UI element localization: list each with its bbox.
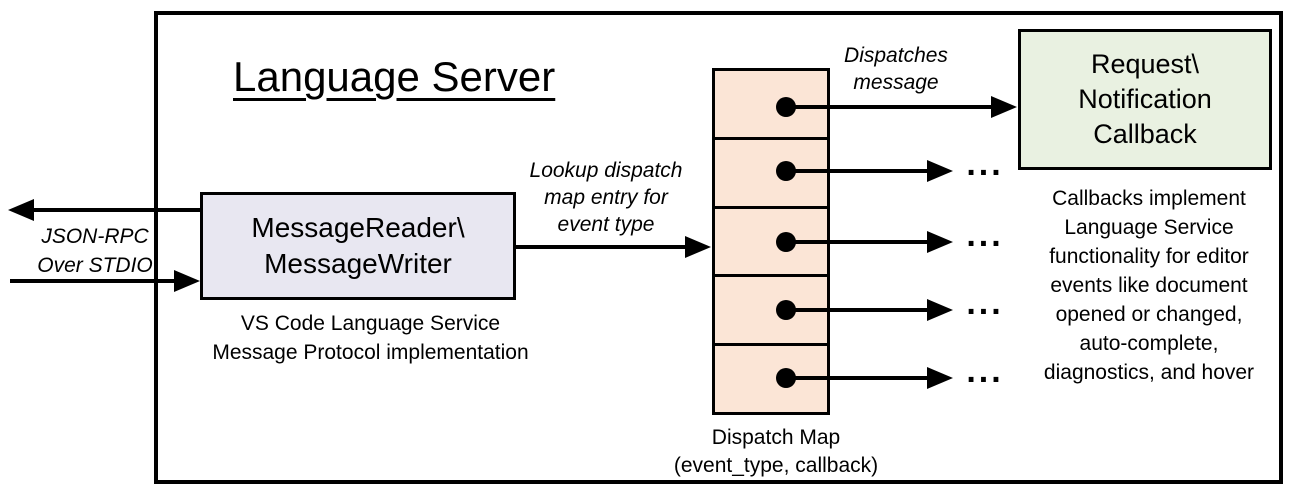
dispatch-map-cell (715, 71, 827, 137)
dispatch-map-table (712, 68, 830, 415)
reader-box-line1: MessageReader\ (251, 212, 465, 243)
dispatch-map-cell (715, 205, 827, 275)
note-line: Callbacks implement (1052, 187, 1246, 210)
callback-box-line1: Request\ (1090, 49, 1200, 79)
callback-box-line2: Notification (1078, 84, 1212, 114)
stdio-out-arrowhead-icon (8, 199, 34, 221)
dispatches-message-label: Dispatches message (821, 42, 971, 96)
callbacks-note: Callbacks implement Language Service fun… (1020, 184, 1278, 387)
note-line: diagnostics, and hover (1043, 361, 1255, 384)
message-reader-writer-box: MessageReader\ MessageWriter (200, 192, 516, 300)
reader-caption-line2: Message Protocol implementation (212, 341, 529, 364)
more-callbacks-ellipsis: ... (966, 216, 1004, 254)
callback-box-line3: Callback (1093, 119, 1197, 149)
note-line: auto-complete, (1079, 332, 1219, 355)
lookup-label-line3: event type (557, 213, 655, 236)
more-callbacks-ellipsis: ... (966, 284, 1004, 322)
dispatches-label-line1: Dispatches (844, 44, 948, 67)
request-notification-callback-box: Request\ Notification Callback (1018, 29, 1272, 170)
dispatch-map-cell (715, 343, 827, 412)
reader-box-line2: MessageWriter (264, 248, 452, 279)
lookup-dispatch-label: Lookup dispatch map entry for event type (516, 157, 696, 238)
map-caption-line2: (event_type, callback) (673, 454, 879, 477)
diagram-title: Language Server (233, 53, 556, 100)
more-callbacks-ellipsis: ... (966, 352, 1004, 390)
dispatch-map-caption: Dispatch Map (event_type, callback) (650, 424, 902, 480)
lookup-label-line1: Lookup dispatch (529, 159, 683, 182)
dispatch-map-cell (715, 274, 827, 344)
reader-box-caption: VS Code Language Service Message Protoco… (188, 309, 553, 367)
dispatch-map-cell (715, 136, 827, 206)
note-line: functionality for editor (1049, 245, 1249, 268)
note-line: events like document (1050, 274, 1248, 297)
reader-caption-line1: VS Code Language Service (240, 312, 501, 335)
lookup-label-line2: map entry for (544, 186, 668, 209)
io-label-line2: Over STDIO (37, 254, 153, 277)
note-line: Language Service (1064, 216, 1234, 239)
json-rpc-stdio-label: JSON-RPC Over STDIO (10, 222, 180, 280)
map-caption-line1: Dispatch Map (711, 426, 841, 449)
language-server-boundary (154, 11, 1283, 484)
io-label-line1: JSON-RPC (41, 225, 149, 248)
dispatches-label-line2: message (853, 71, 939, 94)
more-callbacks-ellipsis: ... (966, 145, 1004, 183)
note-line: opened or changed, (1055, 303, 1243, 326)
